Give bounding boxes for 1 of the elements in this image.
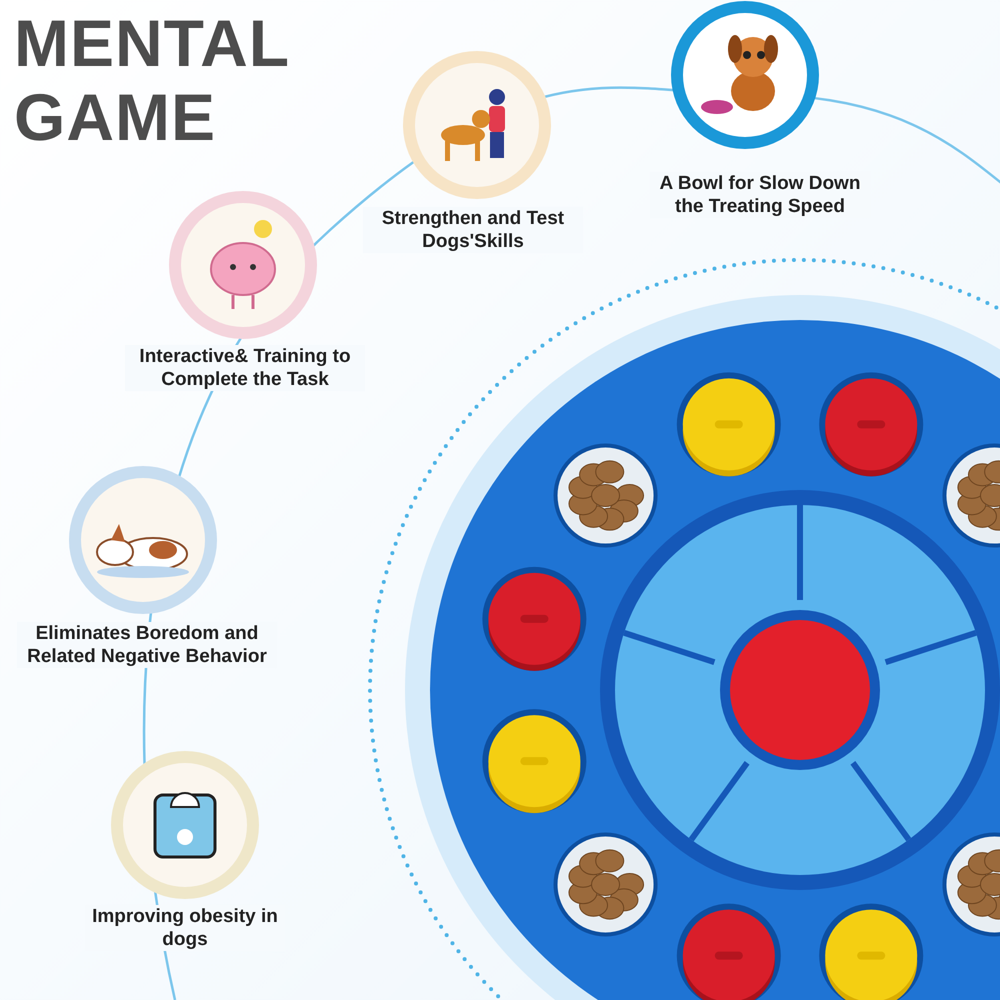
title: MENTAL GAME: [14, 6, 290, 154]
